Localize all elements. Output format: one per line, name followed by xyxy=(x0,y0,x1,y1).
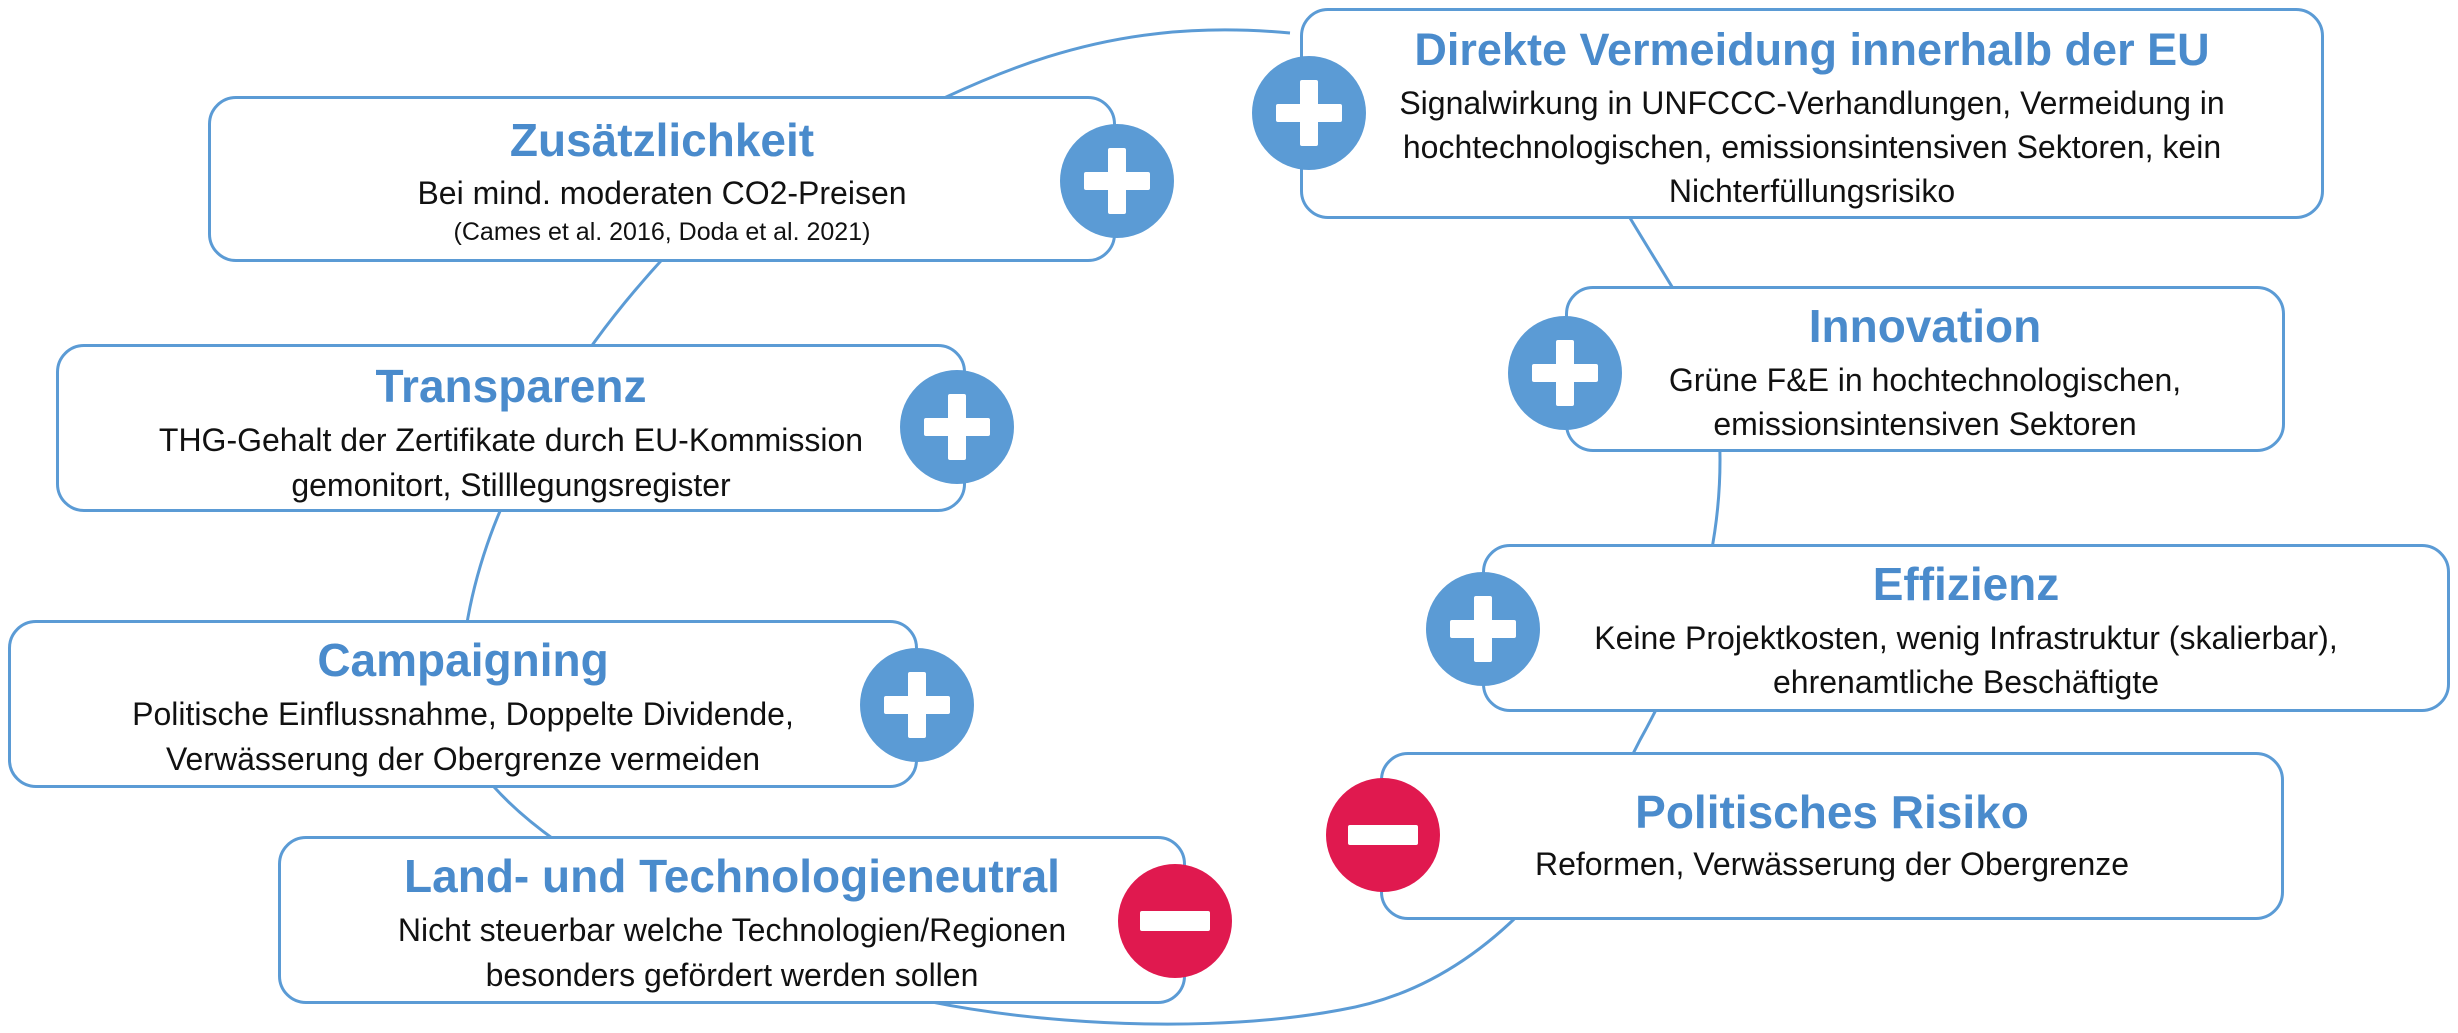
card-title: Transparenz xyxy=(375,360,647,412)
card-title: Campaigning xyxy=(317,634,609,686)
card-title: Land- und Technologieneutral xyxy=(404,850,1060,902)
card-description: THG-Gehalt der Zertifikate durch EU-Komm… xyxy=(158,422,864,504)
minus-icon xyxy=(1326,778,1440,892)
plus-icon xyxy=(860,648,974,762)
plus-icon xyxy=(1508,316,1622,430)
card-description: Bei mind. moderaten CO2-Preisen xyxy=(417,175,907,212)
card-transparenz: Transparenz THG-Gehalt der Zertifikate d… xyxy=(56,344,966,512)
plus-icon xyxy=(1252,56,1366,170)
card-zusaetzlichkeit: Zusätzlichkeit Bei mind. moderaten CO2-P… xyxy=(208,96,1116,262)
card-description: Signalwirkung in UNFCCC-Verhandlungen, V… xyxy=(1399,85,2225,209)
card-description: Politische Einflussnahme, Doppelte Divid… xyxy=(132,696,794,778)
card-title: Zusätzlichkeit xyxy=(509,114,815,166)
card-title: Effizienz xyxy=(1872,558,2060,610)
card-effizienz: Effizienz Keine Projektkosten, wenig Inf… xyxy=(1482,544,2450,712)
card-description: Reformen, Verwässerung der Obergrenze xyxy=(1534,846,2130,883)
card-title: Innovation xyxy=(1808,300,2042,352)
card-citation: (Cames et al. 2016, Doda et al. 2021) xyxy=(453,218,871,247)
card-campaigning: Campaigning Politische Einflussnahme, Do… xyxy=(8,620,918,788)
card-description: Keine Projektkosten, wenig Infrastruktur… xyxy=(1594,620,2338,701)
card-politisches-risiko: Politisches Risiko Reformen, Verwässerun… xyxy=(1380,752,2284,920)
card-direkte-vermeidung: Direkte Vermeidung innerhalb der EU Sign… xyxy=(1300,8,2324,219)
card-description: Grüne F&E in hochtechnologischen, emissi… xyxy=(1668,362,2182,443)
minus-icon xyxy=(1118,864,1232,978)
plus-icon xyxy=(900,370,1014,484)
card-land-technologieneutral: Land- und Technologieneutral Nicht steue… xyxy=(278,836,1186,1004)
plus-icon xyxy=(1060,124,1174,238)
plus-icon xyxy=(1426,572,1540,686)
card-title: Politisches Risiko xyxy=(1635,786,2029,838)
card-description: Nicht steuerbar welche Technologien/Regi… xyxy=(397,912,1067,994)
card-innovation: Innovation Grüne F&E in hochtechnologisc… xyxy=(1565,286,2285,452)
card-title: Direkte Vermeidung innerhalb der EU xyxy=(1414,24,2210,75)
